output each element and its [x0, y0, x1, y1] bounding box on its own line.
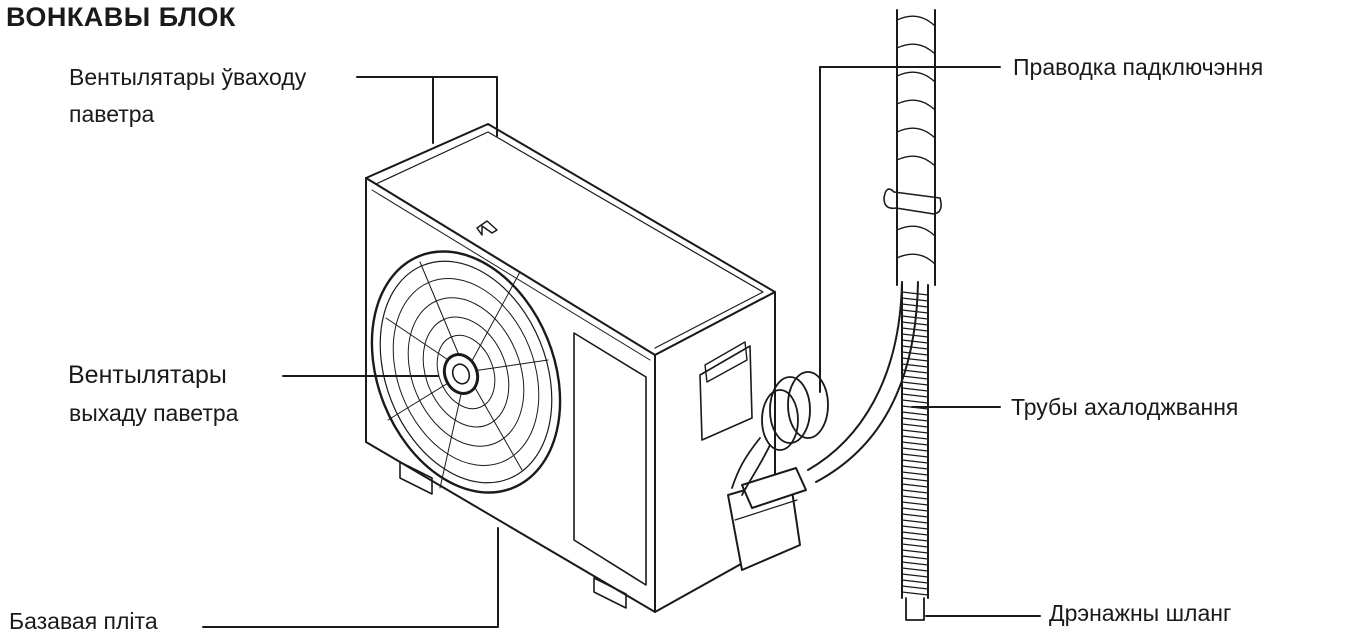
label-air-outlet-line1: Вентылятары: [65, 359, 230, 392]
page-title: ВОНКАВЫ БЛОК: [6, 2, 236, 32]
label-drain-hose: Дрэнажны шланг: [1046, 598, 1235, 628]
fan-guard-outer: [370, 250, 562, 494]
label-connection-wiring: Праводка падключэння: [1010, 52, 1267, 82]
label-base-plate: Базавая пліта: [6, 606, 161, 636]
side-control-box: [699, 345, 753, 441]
leader-base-plate: [202, 527, 499, 628]
pipe-clamp: [883, 188, 942, 215]
fan-guard: [370, 250, 562, 494]
drain-hose: [901, 284, 929, 621]
leader-connection-wiring: [819, 66, 1001, 393]
wall-pipe-bundle: [883, 9, 942, 286]
wiring-coil: [731, 371, 829, 496]
label-refrigerant-pipes: Трубы ахалоджвання: [1008, 392, 1242, 422]
label-air-inlet-line2: паветра: [66, 99, 158, 129]
unit-foot-left: [399, 461, 433, 495]
arrow-marker: [476, 220, 498, 236]
unit-housing: [365, 123, 807, 613]
front-grille-panel: [573, 332, 647, 586]
fan-hub: [442, 353, 480, 395]
leader-lines: [202, 66, 1041, 628]
label-air-outlet-line2: выхаду паветра: [66, 398, 242, 428]
drain-hose-tip: [905, 597, 925, 621]
unit-foot-right: [593, 577, 627, 609]
label-air-inlet-line1: Вентылятары ўваходу: [66, 62, 310, 92]
refrigerant-pipe-curve: [807, 281, 919, 483]
leader-air-inlet: [356, 76, 498, 144]
